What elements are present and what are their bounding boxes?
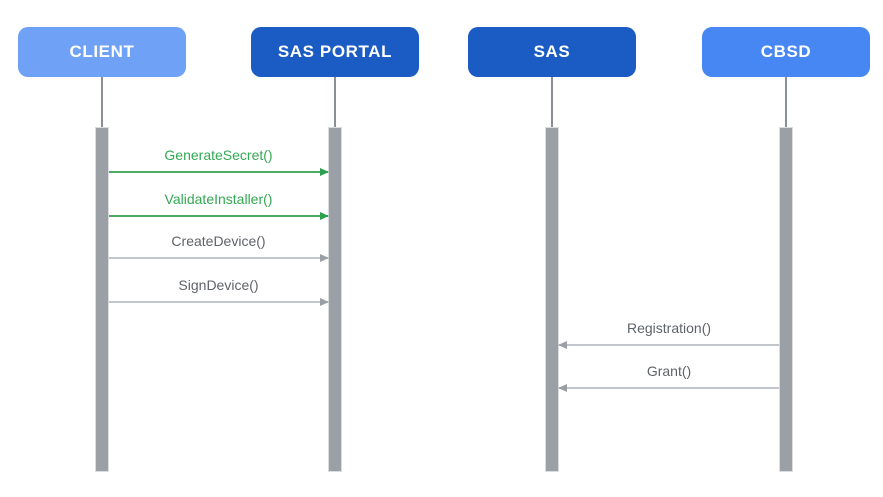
arrow-sign-device xyxy=(109,297,329,306)
arrowhead-right-icon xyxy=(320,253,329,262)
arrow-validate-installer xyxy=(109,211,329,220)
arrowhead-left-icon xyxy=(558,383,567,392)
actor-label-sas-portal: SAS PORTAL xyxy=(277,42,393,61)
lifeline-sas xyxy=(551,77,553,127)
arrow-registration xyxy=(558,340,779,349)
actor-box-client: CLIENT xyxy=(18,27,186,77)
actor-box-cbsd: CBSD xyxy=(702,27,870,77)
arrowhead-right-icon xyxy=(320,297,329,306)
actor-label-client: CLIENT xyxy=(69,42,135,61)
actor-label-cbsd: CBSD xyxy=(760,42,812,61)
message-grant: Grant() xyxy=(558,362,779,392)
message-label-sign-device: SignDevice() xyxy=(178,277,259,293)
activation-bar-sas xyxy=(545,127,559,472)
activation-bar-client xyxy=(95,127,109,472)
lifeline-sas-portal xyxy=(334,77,336,127)
message-label-generate-secret: GenerateSecret() xyxy=(164,147,273,163)
message-create-device: CreateDevice() xyxy=(109,232,329,262)
message-sign-device: SignDevice() xyxy=(109,276,329,306)
lifeline-cbsd xyxy=(785,77,787,127)
arrowhead-left-icon xyxy=(558,340,567,349)
activation-bar-cbsd xyxy=(779,127,793,472)
actor-label-sas: SAS xyxy=(533,42,571,61)
arrowhead-right-icon xyxy=(320,211,329,220)
arrow-create-device xyxy=(109,253,329,262)
message-label-validate-installer: ValidateInstaller() xyxy=(164,191,273,207)
arrow-generate-secret xyxy=(109,167,329,176)
message-generate-secret: GenerateSecret() xyxy=(109,146,329,176)
lifeline-client xyxy=(101,77,103,127)
message-registration: Registration() xyxy=(558,319,779,349)
message-label-create-device: CreateDevice() xyxy=(171,233,266,249)
message-validate-installer: ValidateInstaller() xyxy=(109,190,329,220)
arrow-grant xyxy=(558,383,779,392)
message-label-grant: Grant() xyxy=(646,363,692,379)
message-label-registration: Registration() xyxy=(626,320,712,336)
actor-box-sas-portal: SAS PORTAL xyxy=(251,27,419,77)
actor-box-sas: SAS xyxy=(468,27,636,77)
activation-bar-sas-portal xyxy=(328,127,342,472)
arrowhead-right-icon xyxy=(320,167,329,176)
